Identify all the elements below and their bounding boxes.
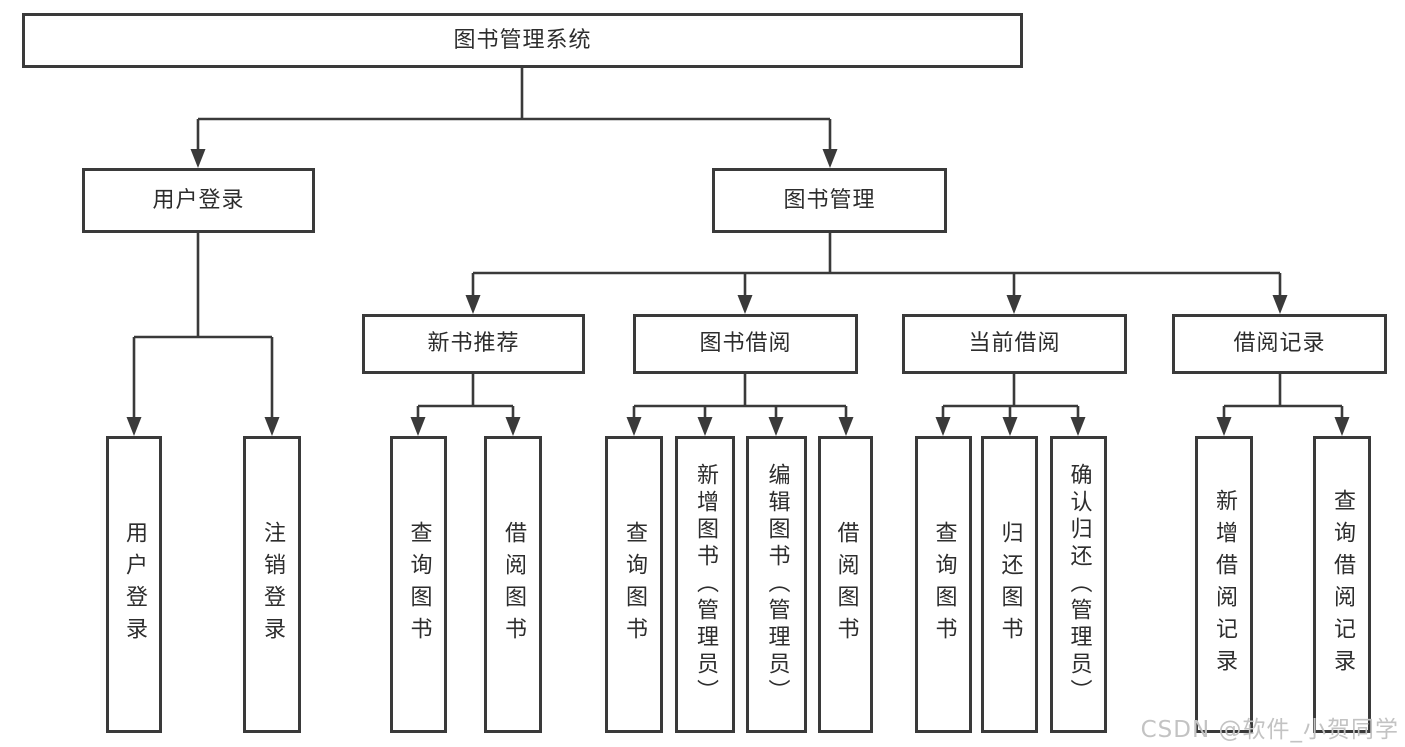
node-leaf-add-book-admin: 新增图书（管理员） — [675, 436, 735, 733]
node-leaf-borrow-book-recommend: 借阅图书 — [484, 436, 542, 733]
node-label: 借阅记录 — [1233, 331, 1326, 356]
node-label: 确认归还（管理员） — [1066, 463, 1092, 706]
connector-newbook-children — [416, 374, 515, 419]
arrowheads — [126, 149, 1350, 436]
node-leaf-user-login: 用户登录 — [106, 436, 162, 733]
node-label: 用户登录 — [122, 520, 147, 649]
node-label: 图书管理 — [783, 187, 876, 213]
node-label: 查询借阅记录 — [1330, 488, 1355, 681]
node-library-management-system: 图书管理系统 — [22, 13, 1023, 68]
node-book-borrow: 图书借阅 — [633, 314, 858, 374]
node-label: 借阅图书 — [833, 520, 859, 649]
node-label: 编辑图书（管理员） — [764, 463, 790, 706]
node-label: 新增图书（管理员） — [693, 463, 718, 706]
node-current-borrow: 当前借阅 — [902, 314, 1127, 374]
node-label: 新书推荐 — [427, 331, 520, 356]
node-leaf-return-book: 归还图书 — [981, 436, 1038, 733]
connector-borrowrecords-children — [1222, 374, 1344, 419]
node-label: 当前借阅 — [968, 331, 1061, 356]
connector-userlogin-children — [132, 233, 274, 419]
node-leaf-query-book-current: 查询图书 — [915, 436, 972, 733]
node-label: 注销登录 — [260, 520, 285, 649]
node-label: 归还图书 — [997, 520, 1023, 649]
node-label: 查询图书 — [622, 520, 647, 649]
node-new-book-recommend: 新书推荐 — [362, 314, 585, 374]
node-label: 图书管理系统 — [453, 27, 592, 53]
node-borrow-records: 借阅记录 — [1172, 314, 1387, 374]
node-leaf-logout: 注销登录 — [243, 436, 301, 733]
node-label: 新增借阅记录 — [1212, 488, 1237, 681]
node-label: 查询图书 — [406, 520, 432, 649]
node-user-login: 用户登录 — [82, 168, 315, 233]
connector-root-l1 — [196, 68, 832, 150]
node-leaf-confirm-return-admin: 确认归还（管理员） — [1050, 436, 1107, 733]
connector-bookborrow-children — [632, 374, 848, 419]
node-book-management: 图书管理 — [712, 168, 947, 233]
connector-bookmgmt-l2 — [471, 233, 1282, 296]
connector-currentborrow-children — [941, 374, 1080, 419]
node-label: 图书借阅 — [699, 331, 792, 356]
node-leaf-add-borrow-record: 新增借阅记录 — [1195, 436, 1253, 733]
node-label: 用户登录 — [152, 187, 245, 213]
node-leaf-query-book-recommend: 查询图书 — [390, 436, 447, 733]
node-leaf-edit-book-admin: 编辑图书（管理员） — [746, 436, 807, 733]
node-label: 查询图书 — [931, 520, 957, 649]
node-label: 借阅图书 — [501, 520, 526, 649]
node-leaf-query-borrow-record: 查询借阅记录 — [1313, 436, 1371, 733]
csdn-watermark: CSDN @软件_小贺同学 — [1140, 717, 1399, 743]
node-leaf-borrow-book: 借阅图书 — [818, 436, 873, 733]
node-leaf-query-book-borrow: 查询图书 — [605, 436, 663, 733]
